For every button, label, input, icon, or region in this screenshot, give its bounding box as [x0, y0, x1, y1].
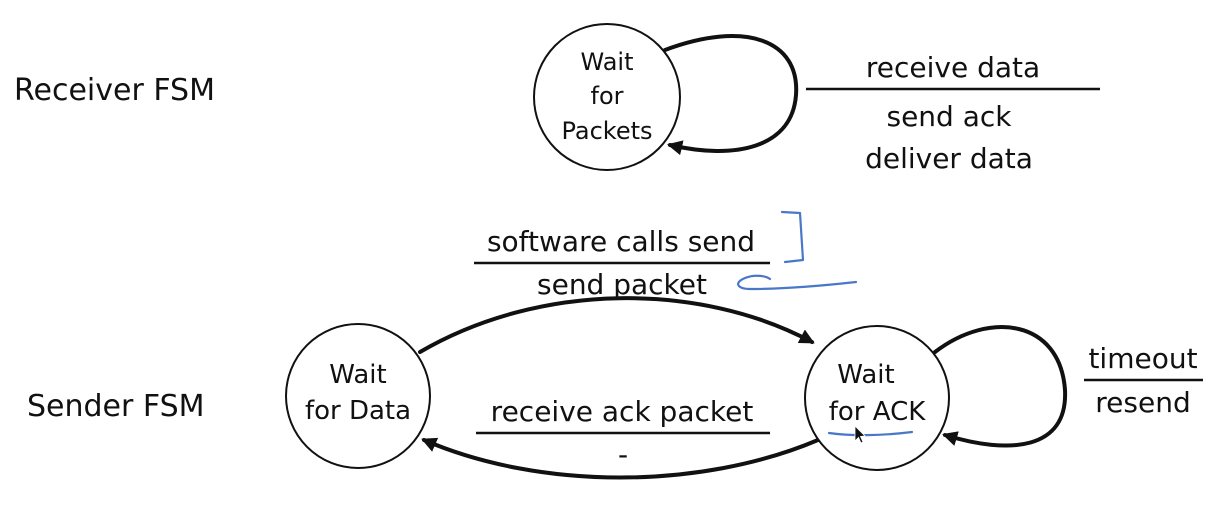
state-wait-for-ack-line1: Wait: [837, 360, 894, 390]
sender-fsm: Sender FSM software calls send send pack…: [27, 210, 1203, 480]
send-transition-arrow: [418, 296, 815, 354]
ack-transition-arrow: [421, 437, 820, 480]
state-wait-for-packets-line3: Packets: [561, 117, 652, 145]
ack-transition-action: -: [618, 438, 628, 471]
state-wait-for-packets-line2: for: [591, 82, 624, 110]
receiver-action-label-2: deliver data: [865, 142, 1033, 175]
receiver-action-label-1: send ack: [886, 100, 1012, 133]
state-wait-for-ack-line2: for ACK: [829, 397, 926, 427]
sender-fsm-title: Sender FSM: [27, 389, 205, 424]
receiver-fsm-title: Receiver FSM: [14, 73, 215, 108]
annotation-bracket-mark: [780, 210, 805, 264]
state-wait-for-packets: Wait for Packets: [533, 23, 681, 171]
receiver-event-label: receive data: [866, 51, 1040, 84]
receiver-fsm: Receiver FSM Wait for Packets receive da…: [14, 23, 1100, 175]
timeout-transition-label: timeout resend: [1084, 342, 1203, 419]
receiver-transition-label: receive data send ack deliver data: [806, 51, 1100, 175]
send-transition-event: software calls send: [487, 225, 755, 258]
ack-transition-event: receive ack packet: [491, 395, 754, 428]
timeout-action-label: resend: [1095, 386, 1190, 419]
send-transition-action: send packet: [537, 268, 707, 301]
mouse-cursor-icon: [854, 425, 866, 444]
annotation-underline-mark: [827, 430, 914, 437]
state-wait-for-packets-line1: Wait: [581, 48, 634, 76]
state-wait-for-ack: Wait for ACK: [804, 325, 950, 471]
receiver-self-loop-arrow: [663, 34, 799, 156]
send-transition-label: software calls send send packet: [474, 225, 770, 301]
timeout-event-label: timeout: [1088, 342, 1197, 375]
ack-transition-label: receive ack packet -: [476, 395, 770, 471]
state-wait-for-data: Wait for Data: [285, 323, 431, 469]
state-wait-for-data-line2: for Data: [305, 396, 411, 426]
timeout-self-loop-arrow: [933, 325, 1068, 448]
state-wait-for-data-line1: Wait: [329, 360, 386, 390]
annotation-arrow-mark: [737, 274, 858, 291]
